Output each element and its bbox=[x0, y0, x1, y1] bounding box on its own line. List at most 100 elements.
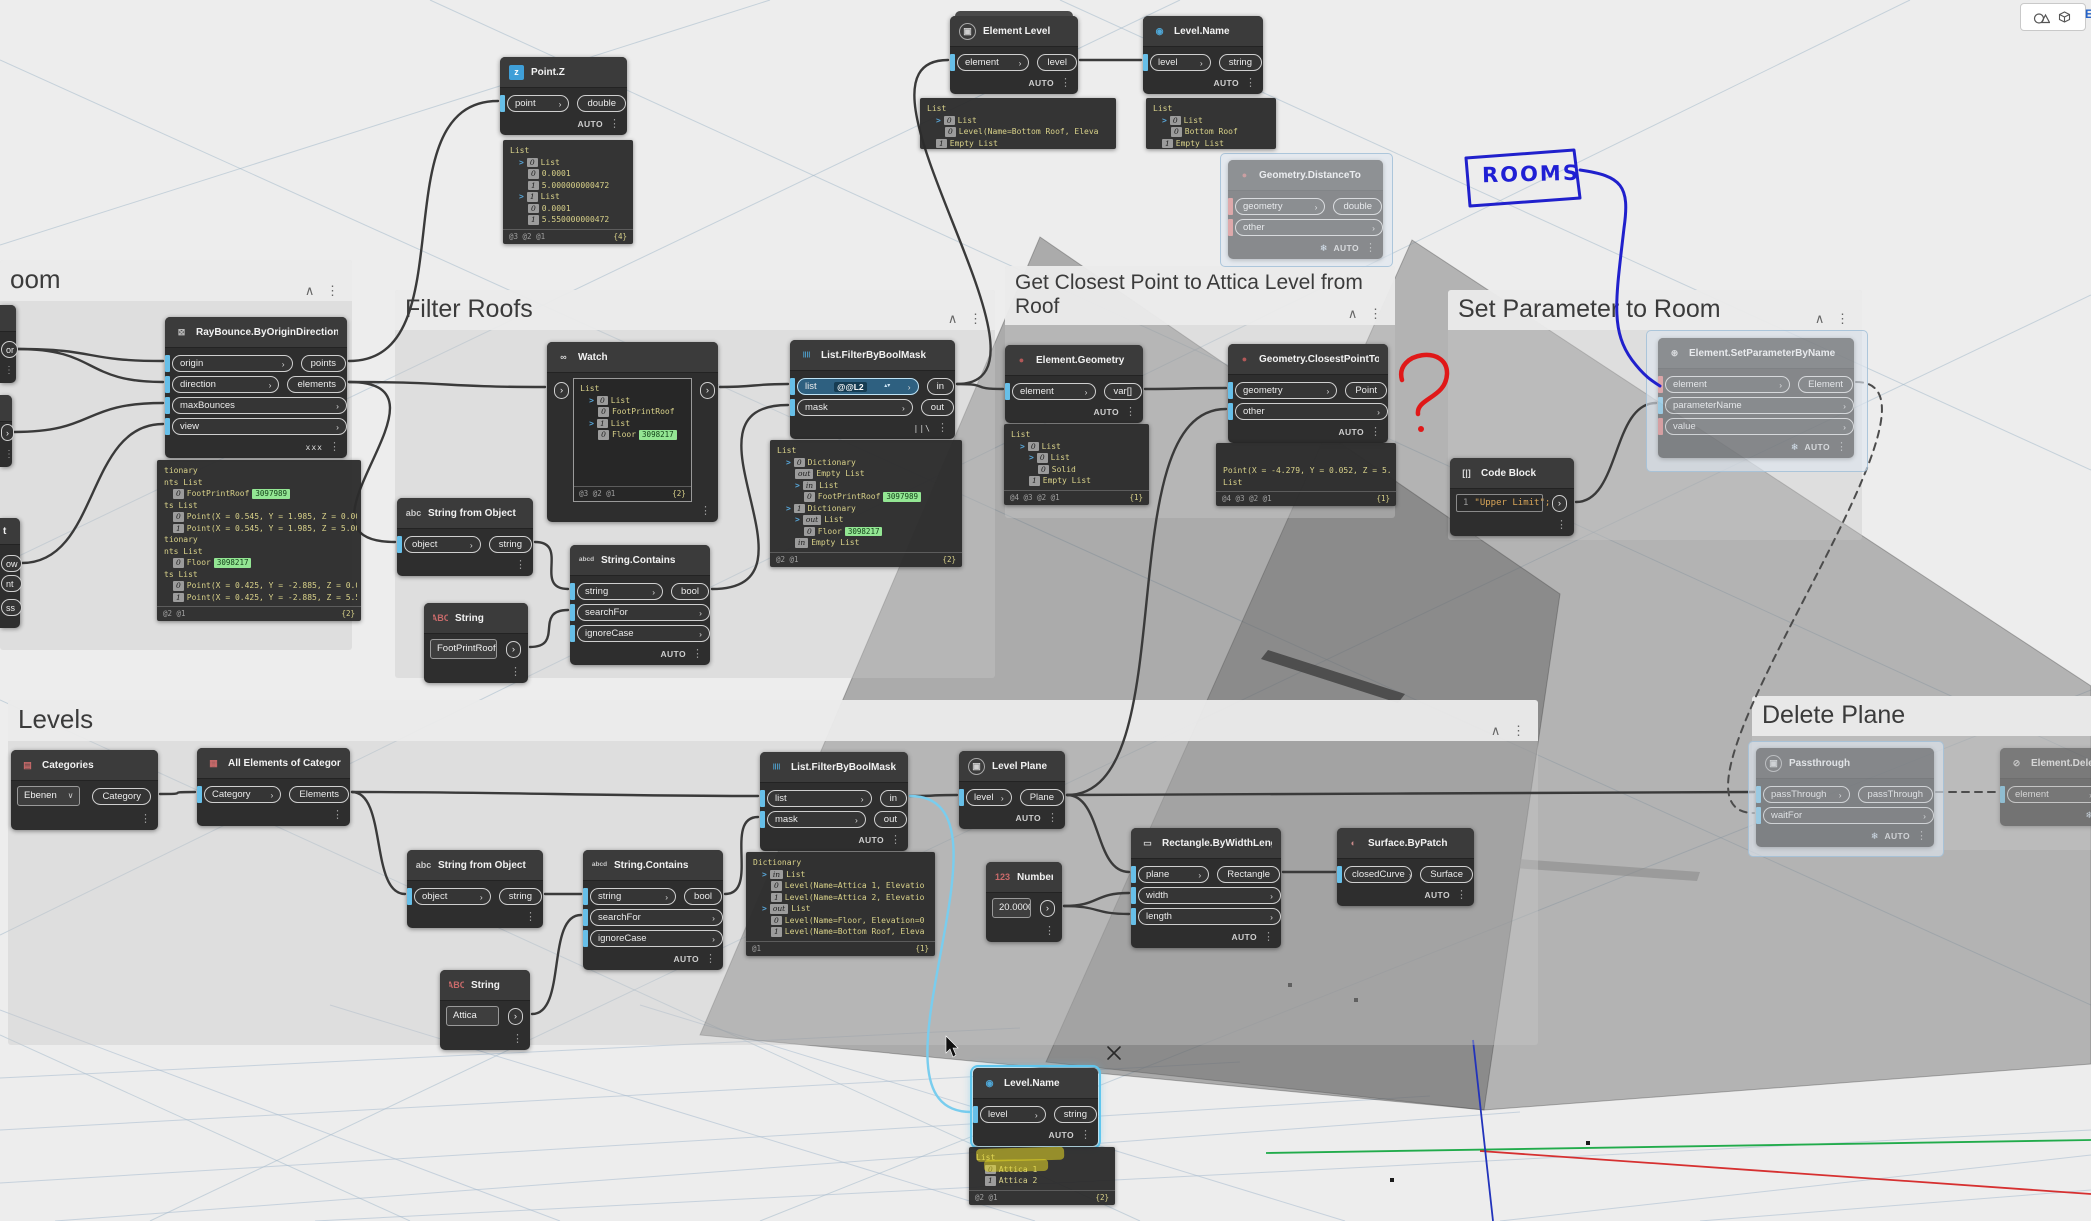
port-output-arrow[interactable]: › bbox=[505, 640, 521, 658]
node-menu-icon[interactable]: ⋮ bbox=[4, 449, 14, 460]
frozen-snowflake-icon[interactable]: ❄ bbox=[1790, 441, 1799, 452]
lacing-auto-label[interactable]: AUTO bbox=[1333, 243, 1359, 253]
port-input-mask[interactable]: mask› bbox=[767, 811, 866, 828]
level-spinner[interactable]: ▴▾ bbox=[884, 383, 891, 390]
shapes-icon[interactable] bbox=[2033, 9, 2050, 25]
group-collapse-icon[interactable]: ∧ ⋮ bbox=[1814, 311, 1853, 327]
wire[interactable] bbox=[1574, 401, 1658, 504]
port-output-passThrough[interactable]: passThrough bbox=[1857, 786, 1933, 803]
port-output-level[interactable]: level bbox=[1037, 54, 1077, 71]
port-input-origin[interactable]: origin› bbox=[172, 355, 293, 372]
port-input-searchFor[interactable]: searchFor› bbox=[590, 909, 723, 926]
port-input-geometry[interactable]: geometry› bbox=[1235, 198, 1326, 215]
selected-wire[interactable] bbox=[908, 794, 973, 1114]
wire[interactable] bbox=[913, 58, 992, 386]
node-menu-icon[interactable]: ⋮ bbox=[4, 365, 14, 376]
port-output-Surface[interactable]: Surface bbox=[1420, 866, 1473, 883]
port-input-waitFor[interactable]: waitFor› bbox=[1763, 807, 1934, 824]
port-input-level[interactable]: level› bbox=[966, 789, 1012, 806]
port-input-closedCurve[interactable]: closedCurve› bbox=[1344, 866, 1413, 883]
expand-arrow-icon[interactable]: > bbox=[519, 192, 524, 201]
lacing-auto-label[interactable]: AUTO bbox=[1213, 78, 1239, 88]
wire[interactable] bbox=[16, 347, 165, 384]
node-menu-icon[interactable]: ⋮ bbox=[1044, 924, 1055, 937]
port-input-list[interactable]: list@@L2▴▾› bbox=[797, 378, 919, 395]
lacing-auto-label[interactable]: AUTO bbox=[577, 119, 603, 129]
wire[interactable] bbox=[350, 790, 760, 798]
node-menu-icon[interactable]: ⋮ bbox=[890, 833, 901, 846]
port-input-mask[interactable]: mask› bbox=[797, 399, 913, 416]
wire[interactable] bbox=[20, 422, 165, 565]
port-input-element[interactable]: element› bbox=[1665, 376, 1791, 393]
expand-arrow-icon[interactable]: > bbox=[1162, 115, 1167, 125]
port-output-or[interactable]: or bbox=[1, 341, 18, 358]
port-output-Plane[interactable]: Plane bbox=[1019, 789, 1064, 806]
wire[interactable] bbox=[347, 380, 397, 544]
node-menu-icon[interactable]: ⋮ bbox=[1370, 425, 1381, 438]
node-menu-icon[interactable]: ⋮ bbox=[512, 1032, 523, 1045]
port-output-ow[interactable]: ow bbox=[1, 555, 22, 572]
node-menu-icon[interactable]: ⋮ bbox=[1263, 930, 1274, 943]
frozen-snowflake-icon[interactable]: ❄ bbox=[2085, 809, 2091, 820]
node-menu-icon[interactable]: ⋮ bbox=[525, 910, 536, 923]
port-output-var[interactable]: var[] bbox=[1103, 383, 1142, 400]
wire[interactable] bbox=[12, 401, 165, 434]
wire[interactable] bbox=[528, 608, 570, 649]
wire[interactable] bbox=[1065, 407, 1228, 797]
lacing-auto-label[interactable]: AUTO bbox=[1804, 442, 1830, 452]
lacing-auto-label[interactable]: AUTO bbox=[1093, 407, 1119, 417]
lacing-auto-label[interactable]: AUTO bbox=[1015, 813, 1041, 823]
node-menu-icon[interactable]: ⋮ bbox=[1916, 829, 1927, 842]
lacing-auto-label[interactable]: AUTO bbox=[660, 649, 686, 659]
lacing-auto-label[interactable]: AUTO bbox=[1884, 831, 1910, 841]
node-menu-icon[interactable]: ⋮ bbox=[609, 117, 620, 130]
element-id-badge[interactable]: 3098217 bbox=[213, 558, 252, 568]
expand-arrow-icon[interactable]: > bbox=[589, 395, 594, 405]
lacing-auto-label[interactable]: AUTO bbox=[858, 835, 884, 845]
port-input-element[interactable]: element› bbox=[957, 54, 1030, 71]
port-input-level[interactable]: level› bbox=[1150, 54, 1211, 71]
port-input-maxBounces[interactable]: maxBounces› bbox=[172, 397, 347, 414]
wire[interactable] bbox=[710, 403, 790, 591]
expand-arrow-icon[interactable]: > bbox=[589, 418, 594, 428]
port-output-arrow[interactable]: › bbox=[1039, 899, 1055, 917]
port-input-element[interactable]: element› bbox=[2007, 786, 2091, 803]
expand-arrow-icon[interactable]: > bbox=[762, 869, 767, 879]
node-menu-icon[interactable]: ⋮ bbox=[329, 440, 340, 453]
port-input-geometry[interactable]: geometry› bbox=[1235, 382, 1338, 399]
port-input-direction[interactable]: direction› bbox=[172, 376, 280, 393]
element-id-badge[interactable]: 3097989 bbox=[252, 489, 291, 499]
lacing-auto-label[interactable]: AUTO bbox=[673, 954, 699, 964]
list-at-level-badge[interactable]: @@L2 bbox=[834, 381, 867, 392]
lacing-indicator[interactable]: ||\ bbox=[913, 423, 931, 433]
expand-arrow-icon[interactable]: > bbox=[936, 115, 941, 125]
value-field[interactable]: FootPrintRoof bbox=[430, 639, 497, 659]
port-input-object[interactable]: object› bbox=[414, 888, 491, 905]
lacing-auto-label[interactable]: AUTO bbox=[1424, 890, 1450, 900]
port-output-double[interactable]: double bbox=[577, 95, 626, 112]
node-menu-icon[interactable]: ⋮ bbox=[140, 812, 151, 825]
node-menu-icon[interactable]: ⋮ bbox=[510, 665, 521, 678]
wire[interactable] bbox=[533, 540, 570, 591]
expand-arrow-icon[interactable]: > bbox=[795, 515, 800, 524]
